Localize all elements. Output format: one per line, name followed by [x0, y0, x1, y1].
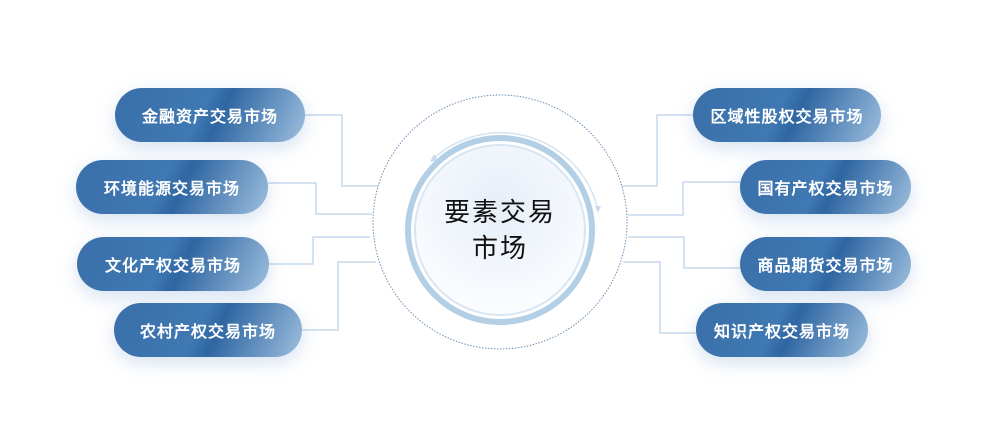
center-title-line2: 市场 — [471, 234, 528, 264]
connector-right-4 — [623, 261, 696, 334]
arrow-icon — [430, 154, 438, 162]
center-title: 要素交易 市场 — [420, 195, 580, 267]
market-pill[interactable]: 区域性股权交易市场 — [693, 88, 881, 142]
connector-right-2 — [628, 181, 740, 216]
arrow-icon — [595, 206, 601, 213]
connector-left-3 — [269, 236, 370, 265]
market-pill[interactable]: 文化产权交易市场 — [77, 237, 269, 291]
market-pill[interactable]: 金融资产交易市场 — [115, 88, 305, 142]
market-pill[interactable]: 国有产权交易市场 — [740, 160, 911, 214]
inner-ring — [405, 135, 595, 325]
market-pill[interactable]: 知识产权交易市场 — [696, 303, 868, 357]
connector-right-1 — [622, 114, 693, 187]
connector-left-1 — [305, 114, 378, 187]
center-title-line1: 要素交易 — [443, 198, 556, 228]
market-pill[interactable]: 环境能源交易市场 — [76, 160, 268, 214]
connector-left-4 — [302, 261, 376, 331]
market-pill[interactable]: 农村产权交易市场 — [114, 303, 302, 357]
connector-left-2 — [268, 182, 372, 215]
inner-disc — [414, 144, 586, 316]
connector-right-3 — [628, 236, 740, 269]
market-pill[interactable]: 商品期货交易市场 — [740, 237, 911, 291]
rotation-arc — [431, 132, 599, 211]
